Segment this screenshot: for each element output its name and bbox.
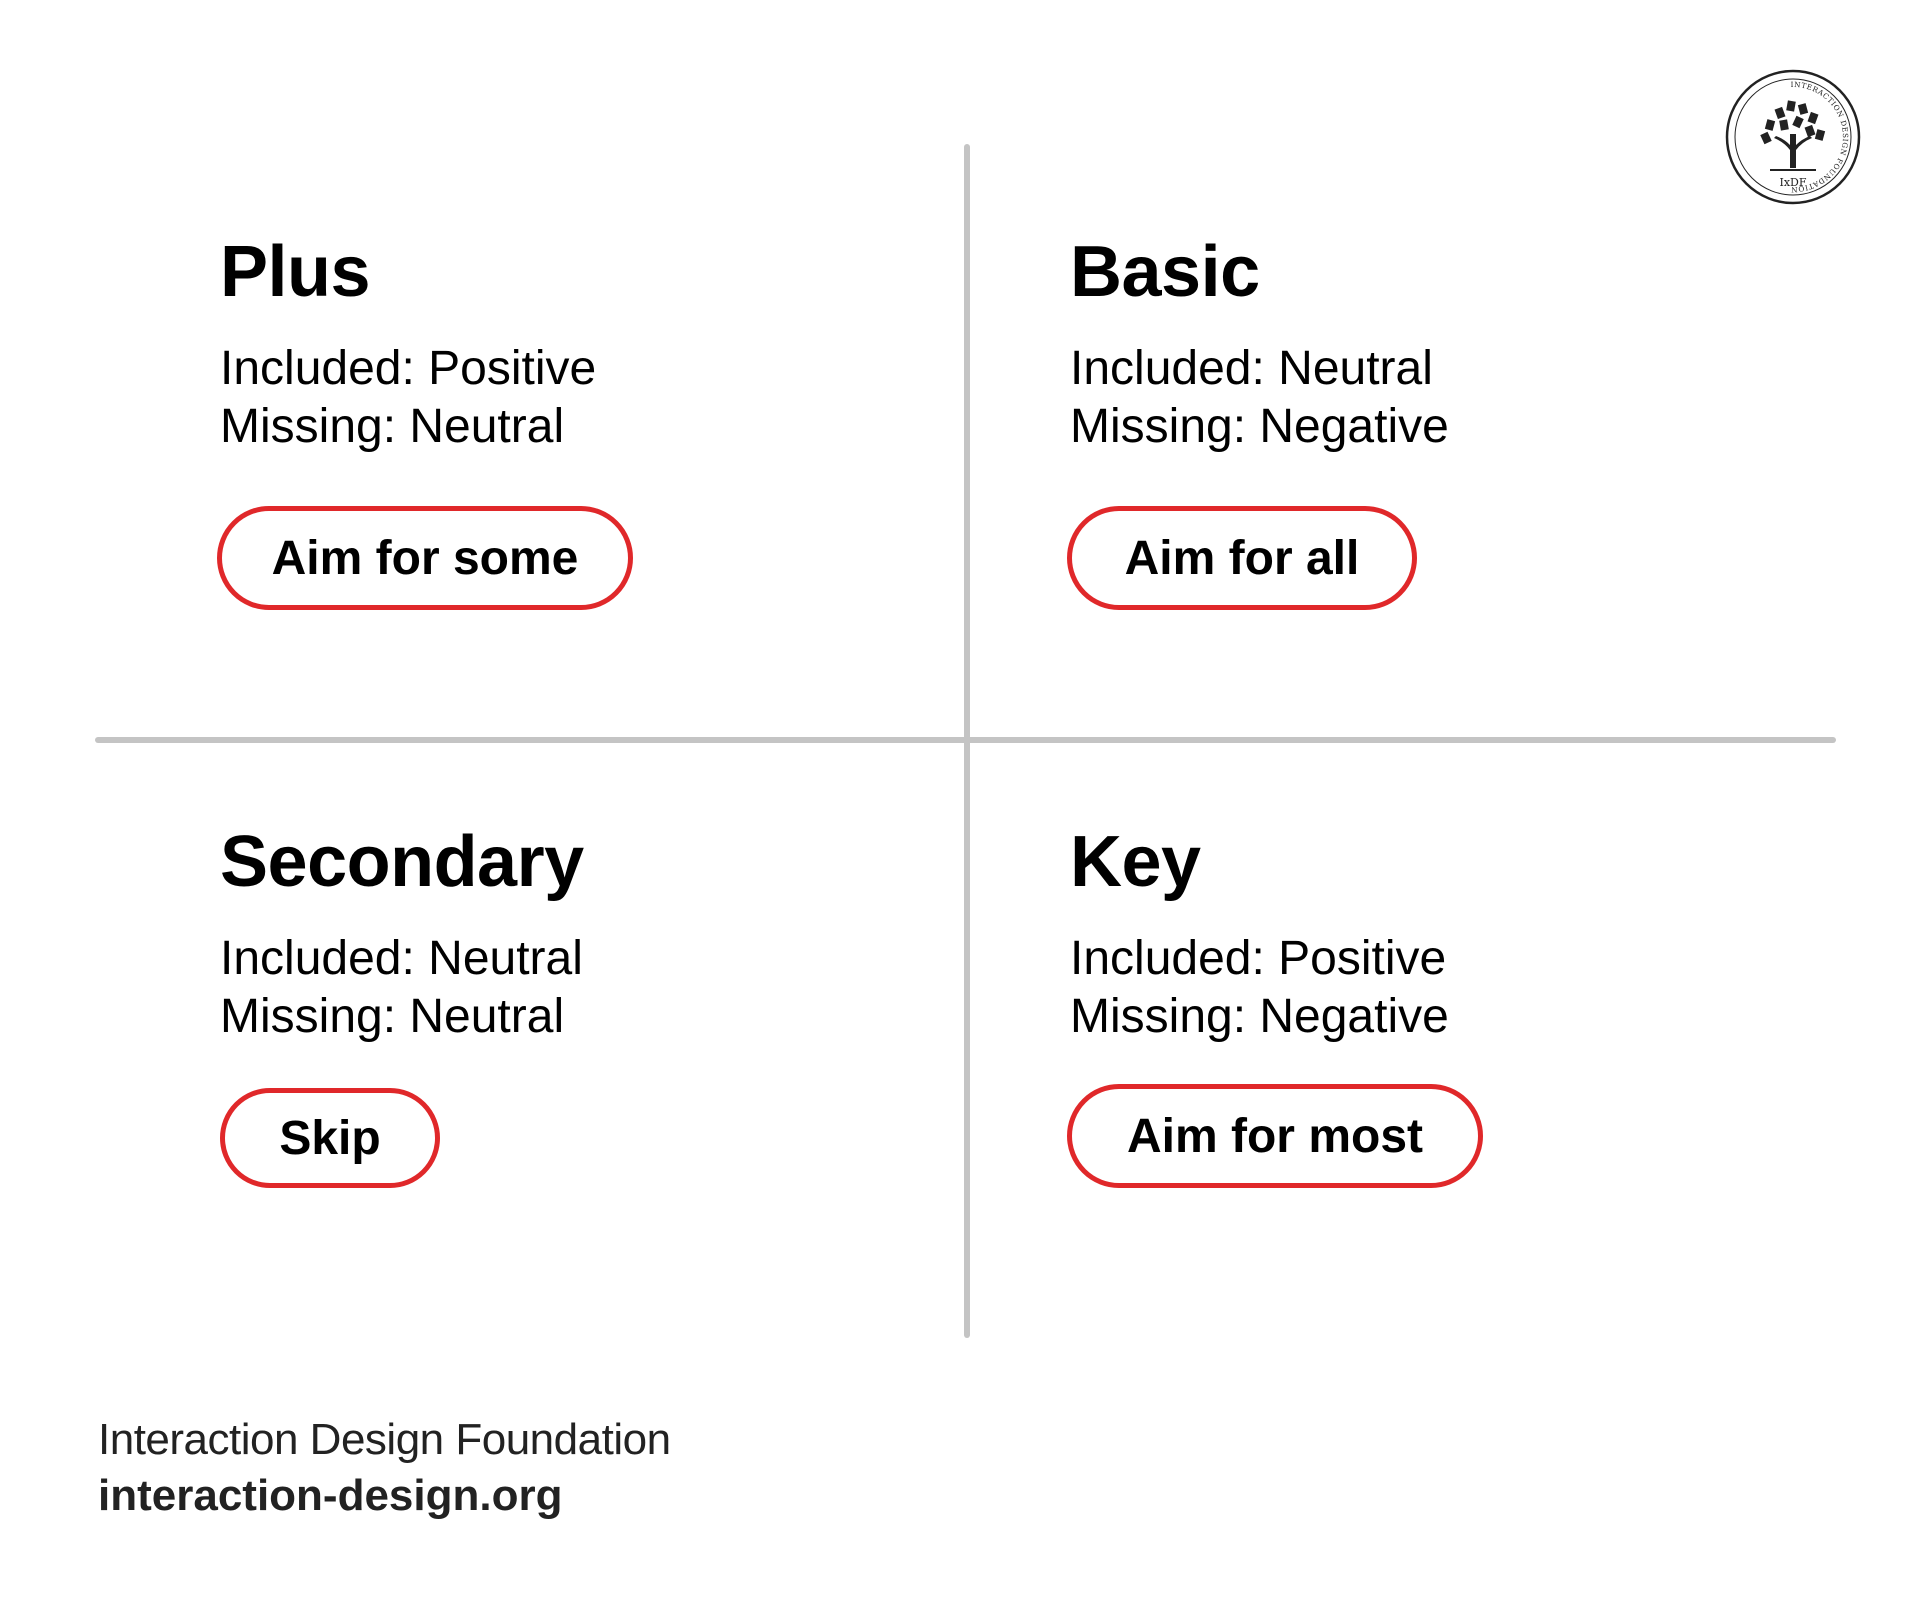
quadrant-title: Secondary [220, 822, 584, 902]
quadrant-criteria: Included: Positive Missing: Neutral [220, 340, 860, 456]
logo-inner-ring [1734, 78, 1852, 196]
ixdf-logo: INTERACTION DESIGN FOUNDATION IxDF [1725, 69, 1861, 205]
missing-value: Missing: Neutral [220, 990, 565, 1043]
missing-value: Missing: Neutral [220, 400, 565, 453]
quadrant-key: Key Included: Positive Missing: Negative… [1067, 820, 1710, 1188]
action-pill-aim-for-some: Aim for some [217, 506, 633, 610]
footer-credit: Interaction Design Foundation interactio… [98, 1412, 671, 1524]
included-value: Included: Neutral [220, 932, 583, 985]
quadrant-criteria: Included: Positive Missing: Negative [1070, 930, 1710, 1046]
quadrant-basic: Basic Included: Neutral Missing: Negativ… [1067, 230, 1710, 610]
quadrant-plus: Plus Included: Positive Missing: Neutral… [217, 230, 860, 610]
quadrant-secondary: Secondary Included: Neutral Missing: Neu… [220, 820, 860, 1188]
quadrant-title: Basic [1070, 232, 1260, 312]
included-value: Included: Neutral [1070, 342, 1433, 395]
action-pill-skip: Skip [220, 1088, 440, 1188]
tree-of-books-icon [1760, 100, 1826, 171]
quadrant-title: Plus [220, 232, 371, 312]
organization-name: Interaction Design Foundation [98, 1415, 671, 1464]
organization-url: interaction-design.org [98, 1471, 563, 1520]
included-value: Included: Positive [220, 342, 597, 395]
action-pill-aim-for-all: Aim for all [1067, 506, 1417, 610]
missing-value: Missing: Negative [1070, 990, 1449, 1043]
action-pill-aim-for-most: Aim for most [1067, 1084, 1483, 1188]
horizontal-axis-divider [95, 737, 1836, 743]
quadrant-criteria: Included: Neutral Missing: Negative [1070, 340, 1710, 456]
quadrant-criteria: Included: Neutral Missing: Neutral [220, 930, 860, 1046]
included-value: Included: Positive [1070, 932, 1447, 985]
missing-value: Missing: Negative [1070, 400, 1449, 453]
logo-monogram: IxDF [1779, 176, 1806, 189]
quadrant-title: Key [1070, 822, 1201, 902]
